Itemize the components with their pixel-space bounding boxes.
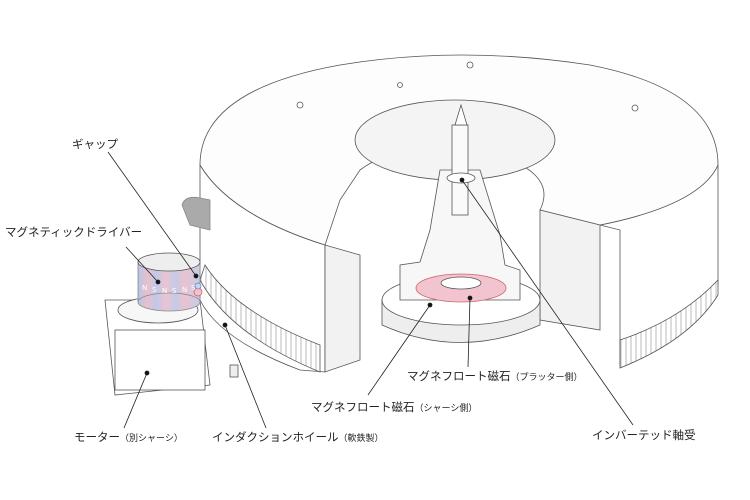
label-motor-main: モーター [74, 430, 120, 444]
label-float-magnet-chassis-main: マグネフロート磁石 [311, 400, 415, 414]
label-induction-wheel-main: インダクションホイール [212, 430, 339, 444]
label-float-magnet-platter-main: マグネフロート磁石 [407, 369, 511, 383]
leader-lines [107, 151, 634, 429]
magnetic-driver [137, 252, 203, 312]
label-gap: ギャップ [72, 137, 118, 151]
label-induction-wheel-note: （軟鉄製） [338, 434, 384, 444]
pole-label: S [191, 284, 196, 292]
pole-label: S [152, 286, 157, 294]
label-float-magnet-chassis: マグネフロート磁石（シャーシ側） [311, 399, 477, 415]
label-float-magnet-chassis-note: （シャーシ側） [414, 404, 478, 414]
label-magnetic-driver: マグネティックドライバー [5, 225, 143, 239]
label-motor: モーター（別シャーシ） [74, 429, 183, 445]
platter [199, 54, 719, 373]
pole-label: N [182, 286, 187, 294]
label-float-magnet-platter: マグネフロート磁石（プラッター側） [407, 368, 583, 384]
rotation-arrow-icon [181, 196, 211, 231]
pole-label: N [142, 284, 147, 292]
label-float-magnet-platter-note: （プラッター側） [510, 373, 583, 383]
label-induction-wheel: インダクションホイール（軟鉄製） [212, 429, 384, 445]
pole-label: S [172, 287, 177, 295]
label-inverted-bearing: インバーテッド軸受 [592, 428, 696, 442]
label-motor-note: （別シャーシ） [120, 434, 183, 444]
bearing-assembly [381, 103, 541, 343]
pole-label: N [162, 287, 167, 295]
